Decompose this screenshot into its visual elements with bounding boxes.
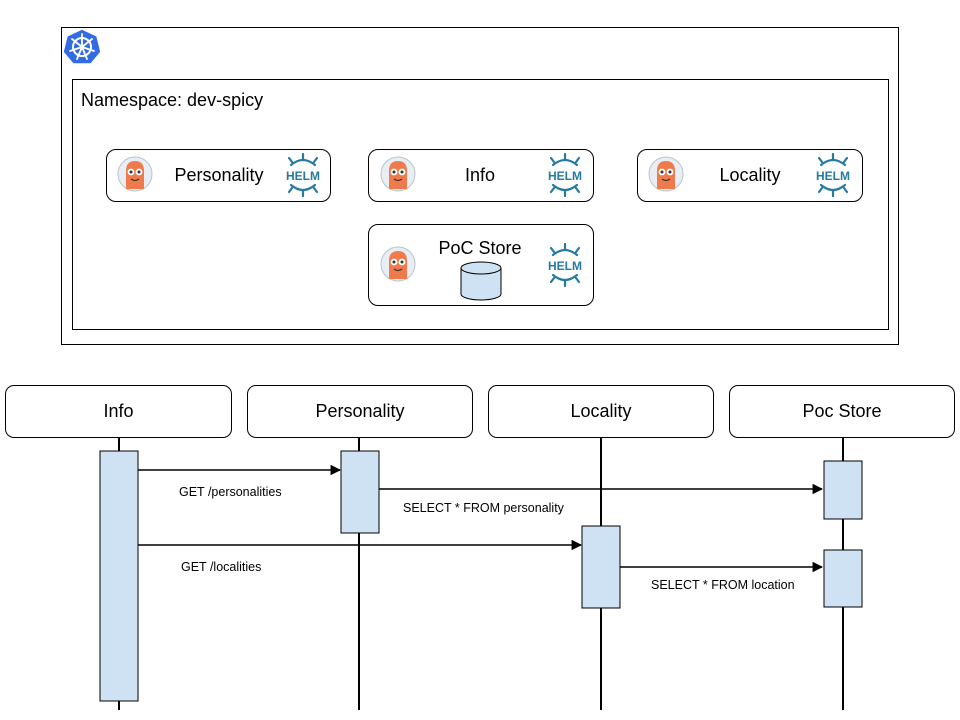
activation-info: [99, 450, 139, 702]
helm-logo-text: HELM: [548, 169, 582, 183]
argo-mascot-icon: [380, 246, 416, 282]
participant-poc-store: Poc Store: [729, 385, 955, 438]
argo-mascot-icon: [380, 156, 416, 192]
helm-logo-text: HELM: [816, 169, 850, 183]
message-label-select-personality: SELECT * FROM personality: [403, 501, 564, 515]
message-label-select-location: SELECT * FROM location: [651, 578, 795, 592]
argo-mascot-icon: [648, 156, 684, 192]
participant-personality: Personality: [247, 385, 473, 438]
database-icon: [460, 261, 502, 301]
app-name-info: Info: [464, 165, 496, 185]
helm-logo-text: HELM: [286, 169, 320, 183]
namespace-frame: [72, 79, 889, 330]
app-name-personality: Personality: [174, 165, 264, 185]
helm-icon: HELM: [548, 243, 582, 287]
message-label-get-personalities: GET /personalities: [179, 485, 282, 499]
namespace-label: Namespace: dev-spicy: [81, 90, 264, 110]
activation-locality: [581, 525, 621, 609]
cluster-frame: [61, 27, 899, 345]
helm-icon: HELM: [816, 153, 850, 197]
message-label-get-localities: GET /localities: [181, 560, 262, 574]
argo-mascot-icon: [117, 156, 153, 192]
kubernetes-icon: [62, 28, 102, 65]
helm-icon: HELM: [548, 153, 582, 197]
helm-icon: HELM: [286, 153, 320, 197]
app-name-locality: Locality: [719, 165, 781, 185]
activation-personality: [340, 450, 380, 534]
app-name-poc-store: PoC Store: [438, 238, 522, 258]
helm-logo-text: HELM: [548, 259, 582, 273]
activation-poc-store-2: [823, 549, 863, 608]
participant-info: Info: [5, 385, 232, 438]
activation-poc-store-1: [823, 460, 863, 520]
participant-locality: Locality: [488, 385, 714, 438]
